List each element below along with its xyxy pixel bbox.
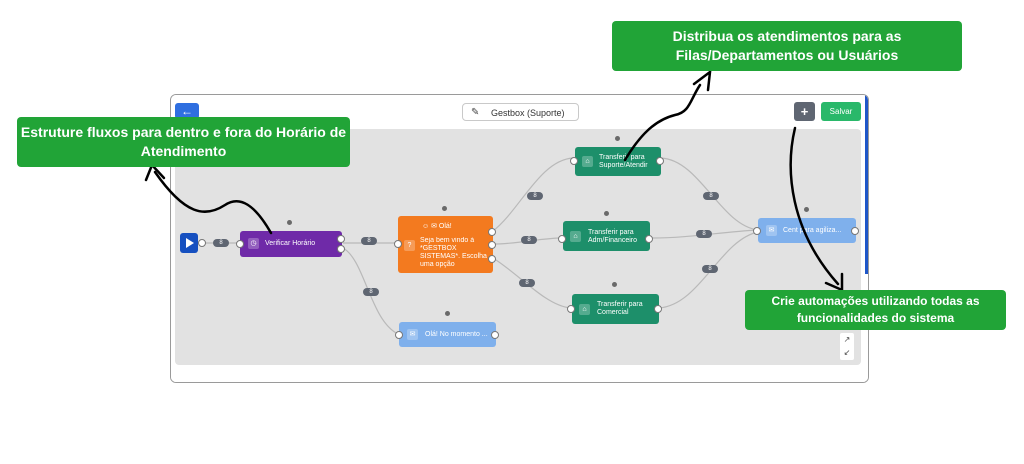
home-icon: ⌂ bbox=[570, 231, 581, 242]
input-port[interactable] bbox=[570, 157, 578, 165]
menu-body: Seja bem vindo à *GESTBOX SISTEMAS*. Esc… bbox=[420, 237, 487, 268]
zoom-controls: ↗ ↙ bbox=[840, 333, 854, 360]
arrow-left-icon: ← bbox=[181, 104, 193, 118]
menu-node[interactable]: ☺ ✉ Olá! ? Seja bem vindo à *GESTBOX SIS… bbox=[398, 216, 493, 273]
output-port[interactable] bbox=[488, 241, 496, 249]
zoom-out-button[interactable]: ↙ bbox=[843, 348, 851, 357]
output-port[interactable] bbox=[337, 245, 345, 253]
add-node-button[interactable]: + bbox=[794, 102, 815, 121]
back-button[interactable]: ← bbox=[175, 103, 199, 119]
save-button[interactable]: Salvar bbox=[821, 102, 861, 121]
transfer-sales-node[interactable]: ⌂ Transferir para Comercial bbox=[572, 294, 659, 324]
node-counter bbox=[804, 207, 809, 212]
node-label: Transferir para Comercial bbox=[597, 301, 643, 316]
node-counter bbox=[287, 220, 292, 225]
output-port[interactable] bbox=[851, 227, 859, 235]
editor-footer bbox=[171, 367, 868, 382]
input-port[interactable] bbox=[567, 305, 575, 313]
input-port[interactable] bbox=[753, 227, 761, 235]
home-icon: ⌂ bbox=[579, 304, 590, 315]
message-icon: ✉ bbox=[407, 329, 418, 340]
output-port[interactable] bbox=[656, 157, 664, 165]
node-label: Transferir para Adm/Financeiro bbox=[588, 229, 638, 244]
node-label: Cent para agiliza... bbox=[783, 227, 842, 234]
start-port[interactable] bbox=[198, 239, 206, 247]
node-label: Transferir para Suporte/Atendir bbox=[599, 154, 648, 169]
output-port[interactable] bbox=[488, 228, 496, 236]
node-counter bbox=[615, 136, 620, 141]
edge-badge: 8 bbox=[521, 236, 537, 244]
node-counter bbox=[604, 211, 609, 216]
pencil-icon: ✎ bbox=[471, 107, 480, 118]
node-label: Verificar Horário bbox=[265, 240, 316, 247]
edge-badge: 8 bbox=[527, 192, 543, 200]
edge-badge: 8 bbox=[519, 279, 535, 287]
check-hours-node[interactable]: ◷ Verificar Horário bbox=[240, 231, 342, 257]
input-port[interactable] bbox=[394, 240, 402, 248]
output-port[interactable] bbox=[337, 235, 345, 243]
callout-automations: Crie automações utilizando todas as func… bbox=[745, 290, 1006, 330]
edge-badge: 8 bbox=[703, 192, 719, 200]
edge-badge: 8 bbox=[213, 239, 229, 247]
zoom-in-button[interactable]: ↗ bbox=[843, 335, 851, 344]
flow-title-field[interactable]: ✎ Gestbox (Suporte) bbox=[462, 103, 579, 121]
start-node[interactable] bbox=[180, 233, 198, 253]
edge-badge: 8 bbox=[702, 265, 718, 273]
message-icon: ✉ bbox=[766, 225, 777, 236]
output-port[interactable] bbox=[654, 305, 662, 313]
off-hours-message-node[interactable]: ✉ Olá! No momento ... bbox=[399, 322, 496, 347]
output-port[interactable] bbox=[491, 331, 499, 339]
node-counter bbox=[612, 282, 617, 287]
flow-title: Gestbox (Suporte) bbox=[491, 108, 565, 118]
callout-distribution: Distribua os atendimentos para as Filas/… bbox=[612, 21, 962, 71]
output-port[interactable] bbox=[488, 255, 496, 263]
node-counter bbox=[442, 206, 447, 211]
input-port[interactable] bbox=[236, 240, 244, 248]
menu-title: ☺ ✉ Olá! bbox=[422, 223, 452, 230]
callout-hours-flows: Estruture fluxos para dentro e fora do H… bbox=[17, 117, 350, 167]
edge-badge: 8 bbox=[696, 230, 712, 238]
edge-badge: 8 bbox=[361, 237, 377, 245]
input-port[interactable] bbox=[558, 235, 566, 243]
output-port[interactable] bbox=[645, 235, 653, 243]
transfer-admin-node[interactable]: ⌂ Transferir para Adm/Financeiro bbox=[563, 221, 650, 251]
edge-badge: 8 bbox=[363, 288, 379, 296]
clock-icon: ◷ bbox=[248, 238, 259, 249]
input-port[interactable] bbox=[395, 331, 403, 339]
node-counter bbox=[445, 311, 450, 316]
node-label: Olá! No momento ... bbox=[425, 331, 488, 338]
transfer-support-node[interactable]: ⌂ Transferir para Suporte/Atendir bbox=[575, 147, 661, 176]
question-icon: ? bbox=[404, 240, 415, 251]
home-icon: ⌂ bbox=[582, 156, 593, 167]
window-accent-border bbox=[865, 95, 868, 274]
